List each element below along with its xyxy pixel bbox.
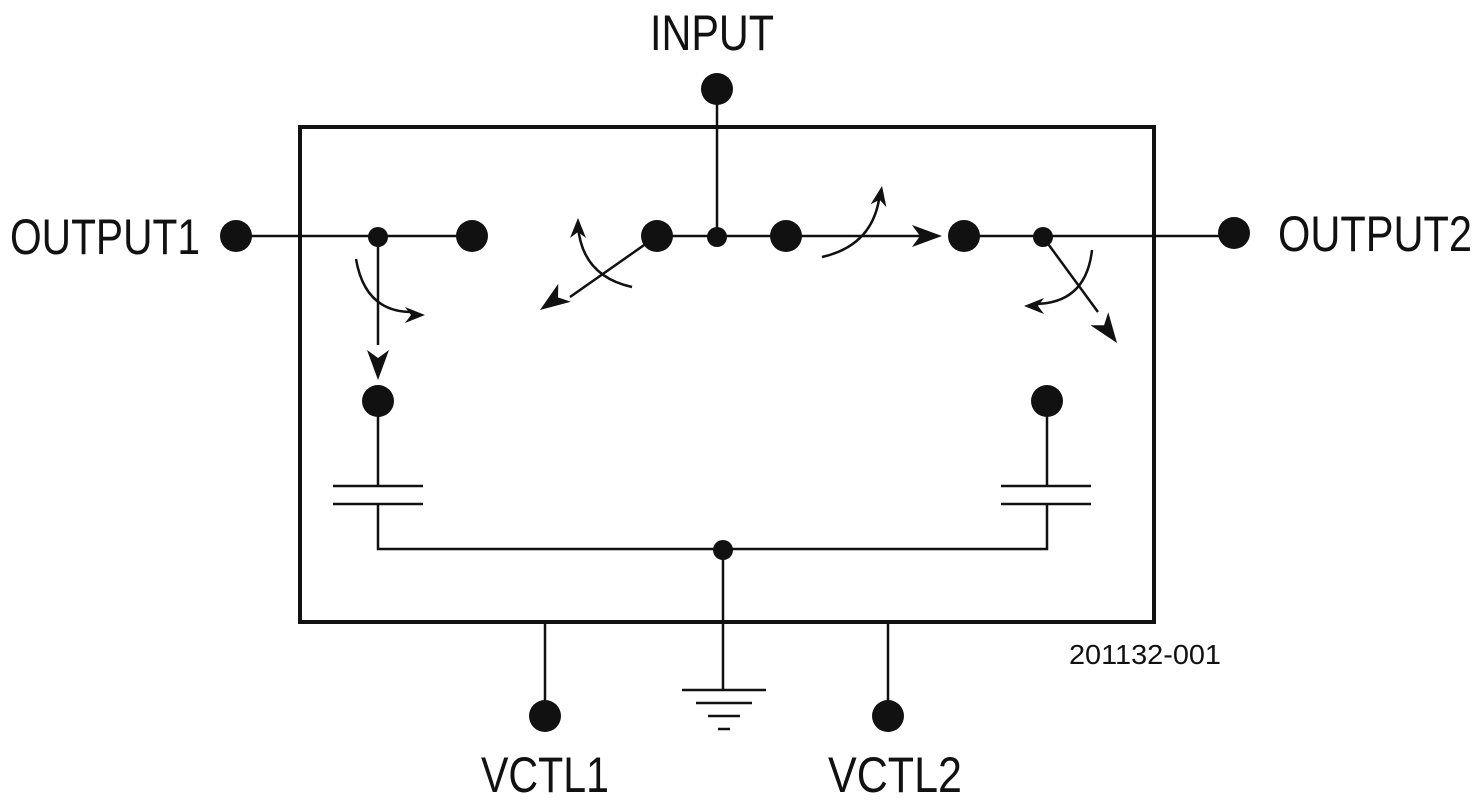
vctl2-terminal bbox=[872, 700, 904, 732]
junction-output2 bbox=[1033, 227, 1053, 247]
contact-left-switch bbox=[641, 220, 673, 252]
contact-left-shunt-bottom bbox=[362, 385, 394, 417]
package-outline bbox=[298, 125, 1156, 624]
contact-right-shunt-bottom bbox=[1031, 385, 1063, 417]
shunt-arm-right bbox=[1041, 236, 1100, 313]
ground-symbol bbox=[682, 688, 766, 731]
contact-output2 bbox=[948, 220, 980, 252]
switch-arm-left bbox=[569, 234, 658, 299]
arrowhead-left-shunt-arc bbox=[405, 307, 425, 323]
rotation-arc-right-switch bbox=[821, 191, 882, 259]
rotation-arc-left-switch bbox=[576, 225, 633, 289]
vctl1-label: VCTL1 bbox=[481, 747, 609, 803]
output1-terminal bbox=[220, 220, 252, 252]
capacitor-right bbox=[1001, 484, 1091, 506]
arrowhead-right-shunt-arm bbox=[1090, 312, 1126, 350]
output1-label: OUTPUT1 bbox=[10, 209, 200, 265]
input-label: INPUT bbox=[650, 5, 774, 61]
figure-id-label: 201132-001 bbox=[1069, 639, 1221, 670]
arrowhead-left-shunt-arm bbox=[367, 350, 389, 380]
arrowhead-left-switch-arm bbox=[533, 283, 571, 320]
output2-terminal bbox=[1218, 217, 1250, 249]
contact-right-switch bbox=[770, 220, 802, 252]
vctl1-terminal bbox=[529, 700, 561, 732]
vctl2-label: VCTL2 bbox=[828, 747, 962, 803]
input-terminal bbox=[701, 73, 733, 105]
capacitor-left bbox=[333, 484, 423, 506]
rotation-arc-left-shunt bbox=[354, 258, 413, 314]
output2-label: OUTPUT2 bbox=[1278, 206, 1472, 262]
junction-ground bbox=[713, 540, 733, 560]
rotation-arc-right-shunt bbox=[1033, 249, 1094, 306]
contact-left-shunt-top bbox=[456, 220, 488, 252]
junction-input bbox=[707, 227, 727, 247]
ground-bus bbox=[376, 504, 1049, 551]
arrowhead-right-switch-arc bbox=[870, 184, 890, 208]
junction-output1 bbox=[368, 227, 388, 247]
arrowhead-right-shunt-arc bbox=[1024, 298, 1044, 314]
